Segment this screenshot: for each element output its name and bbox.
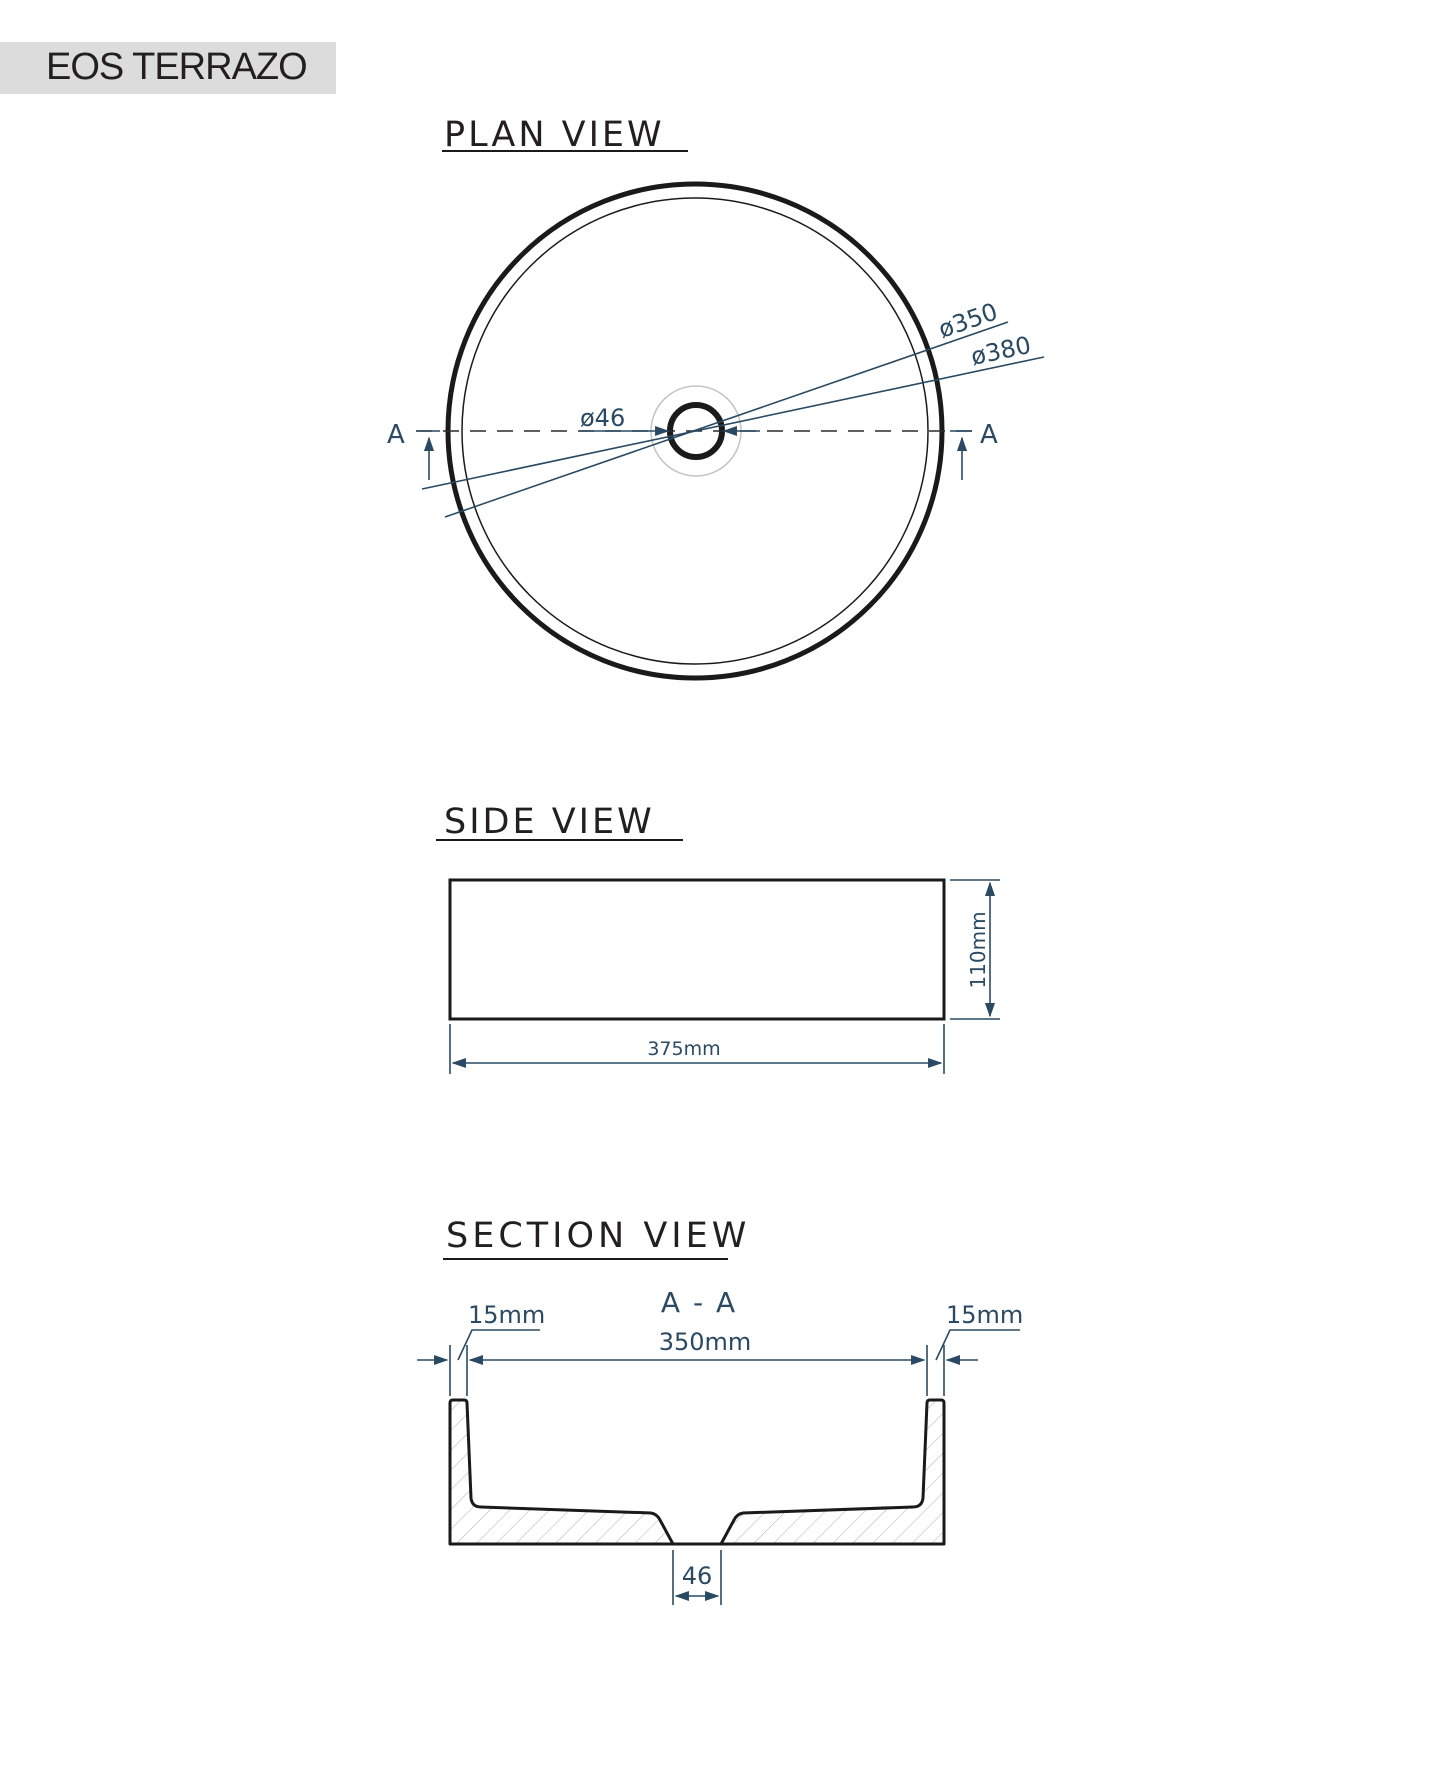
inner-width-label: 350mm: [659, 1328, 752, 1356]
side-view-title: SIDE VIEW: [444, 802, 655, 842]
section-label: A - A: [661, 1286, 737, 1319]
basin-side-profile: [448, 878, 946, 1021]
plan-view-title: PLAN VIEW: [444, 115, 665, 155]
width-label: 375mm: [647, 1038, 720, 1060]
product-title-banner: [0, 42, 336, 94]
section-mark-right: A: [980, 420, 998, 450]
section-mark-left: A: [387, 420, 405, 450]
plan-view: PLAN VIEW A A ø350 ø380 ø46: [387, 115, 1045, 681]
wall-left-leader: [457, 1329, 540, 1361]
side-view: SIDE VIEW 110mm 375mm: [436, 802, 1000, 1074]
dia-350-leader: [444, 321, 1009, 518]
dia-380-leader: [421, 356, 1045, 490]
waste-width-label: 46: [682, 1562, 713, 1590]
wall-left-label: 15mm: [468, 1301, 545, 1329]
section-hatching: [450, 1400, 944, 1544]
dia-inner-label: ø350: [935, 298, 1001, 344]
basin-section-outline: [448, 1398, 946, 1546]
dia-outer-label: ø380: [968, 331, 1033, 371]
wall-right-leader: [935, 1329, 1020, 1361]
section-view-title: SECTION VIEW: [446, 1216, 750, 1256]
basin-inner-rim: [461, 197, 929, 665]
height-label: 110mm: [966, 911, 990, 988]
section-view: SECTION VIEW A - A 350mm 15mm 15mm 46: [417, 1216, 1023, 1605]
product-title: EOS TERRAZO: [46, 46, 308, 88]
dia-waste-label: ø46: [580, 404, 625, 432]
wall-right-label: 15mm: [946, 1301, 1023, 1329]
